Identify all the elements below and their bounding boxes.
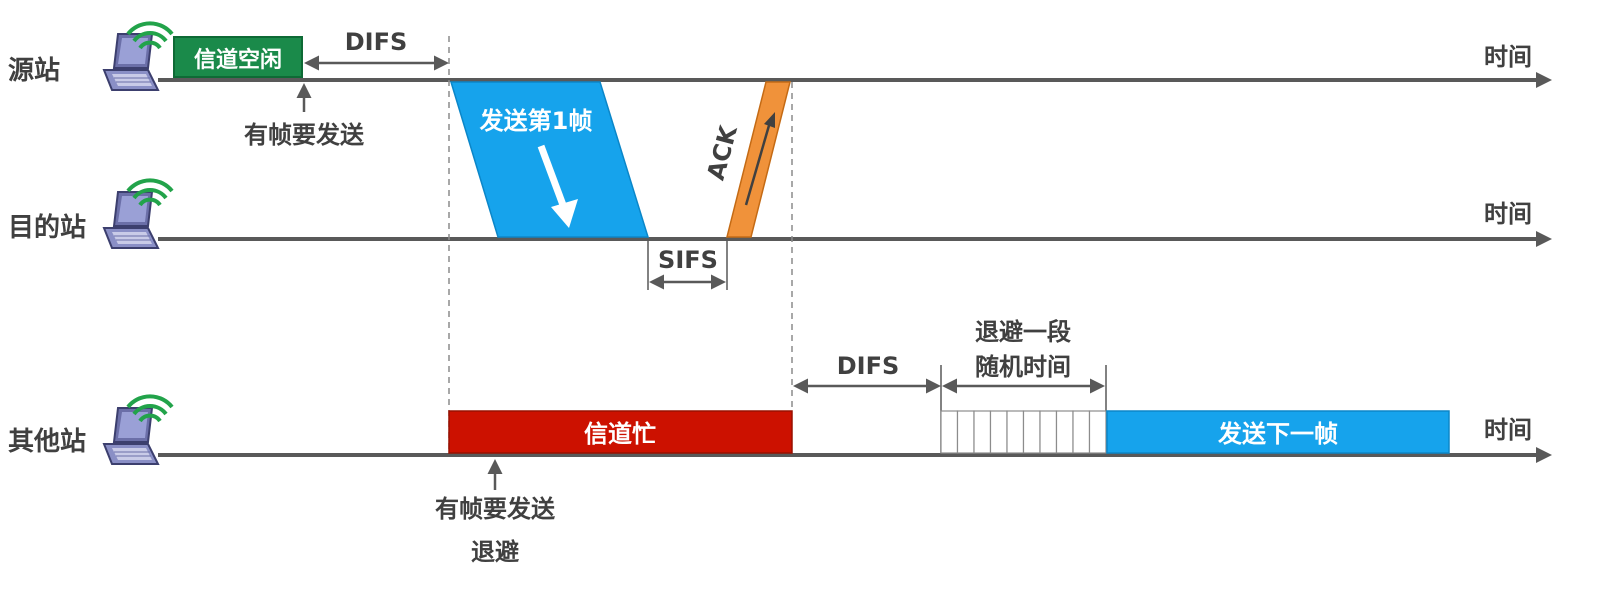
backoff-slot (1072, 410, 1091, 454)
difs-label-source: DIFS (345, 28, 408, 56)
station-label-source: 源站 (8, 56, 60, 86)
backoff-slot (1088, 410, 1107, 454)
backoff-slot-group (940, 410, 1107, 454)
channel-idle-label: 信道空闲 (194, 47, 282, 73)
next-frame-label: 发送下一帧 (1217, 420, 1338, 448)
station-label-destination: 目的站 (8, 212, 86, 243)
difs-label-other: DIFS (837, 352, 900, 380)
backoff-random-label-line1: 退避一段 (975, 318, 1071, 346)
ack-direction-arrow (744, 112, 775, 206)
axis-arrow-destination (1536, 231, 1552, 247)
backoff-slot (1022, 410, 1041, 454)
backoff-slot (956, 410, 975, 454)
channel-busy-box (448, 410, 793, 454)
backoff-slot (973, 410, 992, 454)
backoff-slot (1055, 410, 1074, 454)
axis-label-destination: 时间 (1484, 200, 1532, 228)
axis-label-source: 时间 (1484, 43, 1532, 71)
frame-label: 发送第1帧 (479, 107, 593, 135)
backoff-label: 退避 (471, 538, 519, 566)
next-frame-box (1106, 410, 1450, 454)
backoff-slot (940, 410, 959, 454)
has-frame-label-source: 有帧要发送 (244, 121, 365, 149)
backoff-slot (989, 410, 1008, 454)
backoff-random-label-line2: 随机时间 (975, 353, 1071, 381)
channel-busy-label: 信道忙 (584, 420, 656, 448)
has-frame-label-other: 有帧要发送 (435, 495, 556, 523)
axis-arrow-other (1536, 447, 1552, 463)
station-label-other: 其他站 (8, 427, 86, 457)
axis-arrow-source (1536, 72, 1552, 88)
channel-idle-box (173, 36, 303, 78)
backoff-slot (1039, 410, 1058, 454)
sifs-label: SIFS (658, 246, 718, 274)
axis-label-other: 时间 (1484, 416, 1532, 444)
backoff-slot (1006, 410, 1025, 454)
ack-label: ACK (702, 121, 744, 183)
frame-direction-arrow (537, 144, 578, 228)
